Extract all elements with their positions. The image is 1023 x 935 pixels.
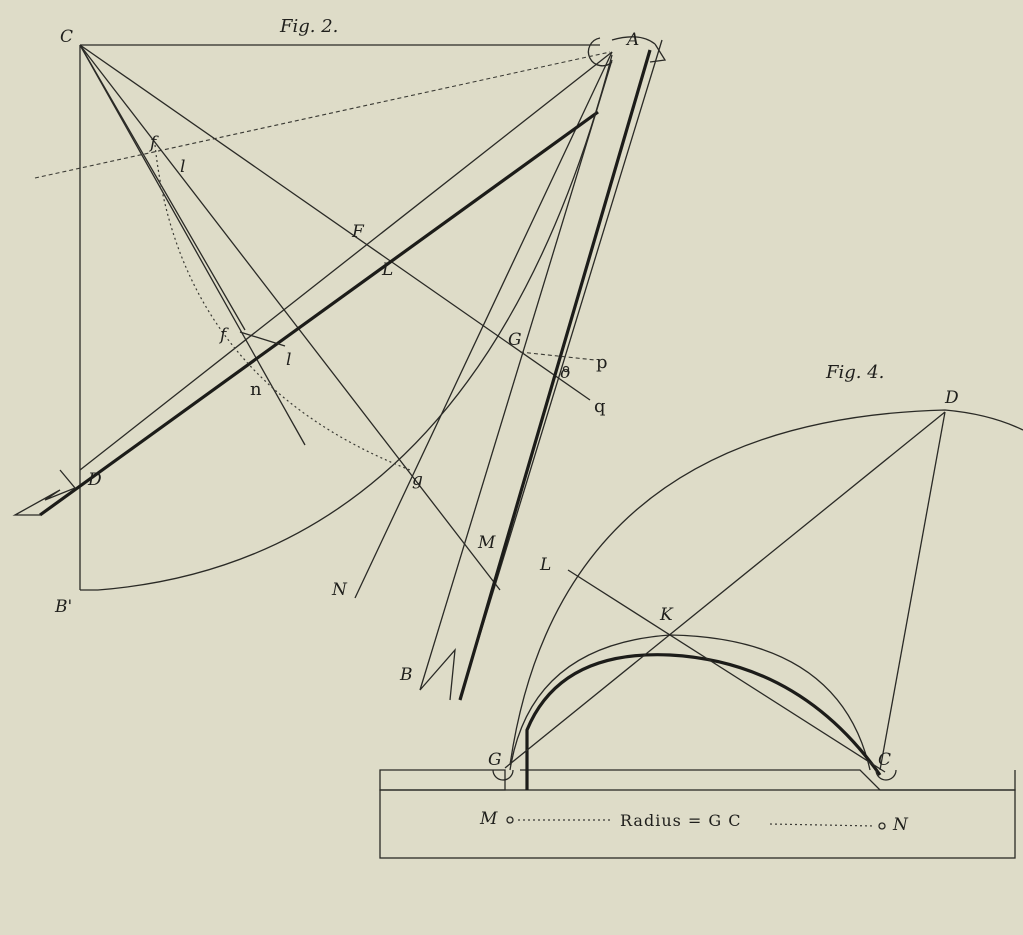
fig4-label-C: C: [878, 750, 891, 770]
fig2-ray-C-M: [79, 44, 501, 591]
fig2-dotted-arc: [154, 144, 411, 471]
fig4-diagram: Fig. 4. D L K G C M N Radius = G C: [379, 362, 1023, 859]
fig2-dashed-p: [519, 351, 596, 361]
fig4-plate-top-edge: [520, 769, 1016, 791]
fig2-label-C: C: [60, 27, 73, 47]
fig2-arm-left: [419, 59, 613, 691]
fig2-label-B-prime: B': [54, 597, 72, 617]
fig2-diagram: Fig. 2. C A D B' B F L G M N f l f l n g…: [12, 16, 667, 701]
fig2-label-G: G: [508, 330, 522, 350]
fig4-radius-text: Radius = G C: [620, 811, 742, 830]
fig2-label-q: q: [594, 396, 606, 417]
fig2-ray-A-N: [354, 51, 613, 599]
fig2-label-o: o: [560, 363, 570, 383]
fig4-label-D: D: [944, 388, 959, 408]
fig4-line-D-C: [879, 411, 946, 771]
fig2-label-f-mid: f: [218, 325, 229, 345]
fig4-label-G: G: [488, 750, 502, 770]
fig4-point-M: [506, 816, 514, 824]
fig4-line-L-C: [567, 569, 886, 773]
fig2-ray-A-D: [79, 51, 613, 471]
fig2-label-A: A: [625, 30, 639, 50]
fig4-label-N: N: [892, 815, 909, 835]
fig4-plate-left-top: [379, 769, 506, 791]
fig4-pivot-G: [492, 769, 514, 781]
fig2-thick-ruler: [39, 110, 599, 517]
fig2-broken-end-B: [419, 648, 456, 701]
fig2-label-p: p: [596, 352, 608, 373]
fig2-dashed-line: [34, 51, 611, 179]
fig2-perp-f: [239, 331, 286, 347]
fig4-big-arc: [509, 409, 1023, 766]
fig2-ray-C-l: [79, 44, 246, 331]
fig2-label-n: n: [250, 379, 262, 400]
fig2-label-l-top: l: [180, 157, 185, 177]
fig2-point-o: [562, 365, 570, 373]
fig2-label-l-mid: l: [286, 350, 291, 370]
fig4-title: Fig. 4.: [825, 362, 884, 383]
fig4-label-K: K: [659, 605, 674, 625]
fig2-pivot-cap: [611, 36, 656, 45]
fig2-broken-end-D: [12, 469, 77, 516]
fig2-label-L: L: [381, 260, 393, 280]
fig2-thick-arm: [458, 49, 652, 701]
fig2-label-F: F: [351, 222, 365, 242]
fig4-pivot-C: [875, 769, 897, 781]
fig4-point-N: [878, 822, 886, 830]
fig2-label-B: B: [399, 665, 413, 685]
fig2-label-D: D: [87, 470, 102, 490]
fig2-ray-C-q: [79, 44, 591, 401]
fig2-label-f-top: f: [148, 133, 159, 153]
fig4-line-G-D: [504, 411, 946, 769]
fig2-arc-B-A: [97, 54, 613, 591]
fig4-label-L: L: [539, 555, 551, 575]
fig2-label-N: N: [331, 580, 348, 600]
fig4-label-M: M: [479, 809, 498, 829]
fig2-ray-C-f: [79, 44, 306, 446]
fig4-radius-leader-right: [769, 823, 876, 827]
fig4-thick-arch: [525, 653, 882, 790]
fig2-notch-A: [649, 43, 667, 63]
fig4-plate-body: [379, 789, 1016, 859]
fig2-label-g: g: [412, 470, 423, 490]
fig2-label-M: M: [477, 533, 496, 553]
fig2-title: Fig. 2.: [279, 16, 338, 37]
